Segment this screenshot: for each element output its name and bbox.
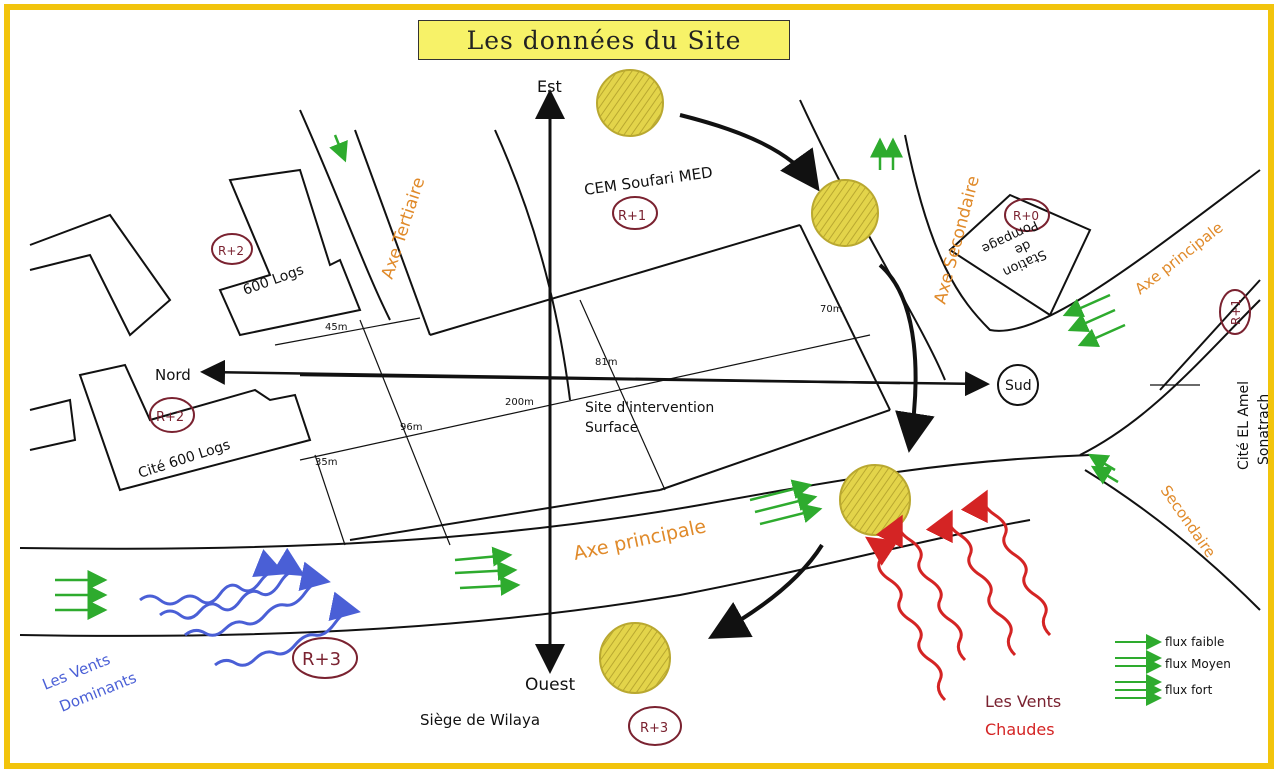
road-tertiary-inner [299, 109, 391, 321]
legend-arrows [1115, 634, 1162, 706]
building-left-edge [29, 398, 77, 451]
flux-arrow-group-lower-right [1087, 453, 1119, 485]
road-principal-right-lower [1084, 469, 1261, 611]
dim-200: 200m [505, 397, 534, 408]
sud-circle [997, 364, 1039, 406]
label-axe-secondaire: Axe Secondaire [931, 174, 984, 306]
sun-path-arrow-3 [708, 543, 824, 639]
label-est: Est [537, 77, 562, 96]
legend-moyen: flux Moyen [1165, 657, 1231, 671]
road-secondary-left [799, 99, 946, 381]
road-principal-right-upper [1079, 299, 1261, 456]
sun-path-arrow-1 [679, 113, 820, 192]
height-circle-southwest [292, 637, 358, 679]
road-tertiary-left [354, 129, 431, 336]
label-siege-height: R+3 [640, 721, 668, 736]
label-ouest: Ouest [525, 675, 575, 695]
road-main-bottom-edge [19, 519, 1031, 637]
dim-45: 45m [325, 322, 347, 333]
axis-sud [299, 371, 990, 397]
suns [596, 69, 911, 694]
road-secondary-right [904, 134, 1261, 332]
label-vents-chaudes-2: Chaudes [985, 720, 1055, 739]
flux-arrow-group-right [1062, 293, 1126, 348]
road-main-top-edge [19, 454, 1091, 550]
dim-96: 96m [400, 422, 422, 433]
sun-icon-west [599, 622, 671, 694]
site-boundary-top [429, 224, 801, 336]
building-station-pompage [948, 193, 1092, 317]
page-title: Les données du Site [418, 20, 790, 60]
label-cite-amel-2: Sonatrach [1256, 394, 1272, 465]
flux-arrow-group-tertiary [329, 134, 348, 163]
label-cem-height: R+1 [618, 209, 646, 224]
label-logs-top: 600 Logs [241, 262, 306, 299]
flux-arrow-group-left [55, 570, 108, 620]
road-inner-right [1159, 279, 1261, 391]
winds-chaudes [865, 489, 1052, 702]
label-siege: Siège de Wilaya [420, 711, 540, 729]
height-markers [149, 196, 1251, 746]
label-site-1: Site d'intervention [585, 400, 714, 416]
dim-81: 81m [595, 357, 617, 368]
label-cite-600-height: R+2 [156, 410, 184, 425]
label-station-height: R+0 [1013, 209, 1039, 223]
height-circle-siege [628, 706, 682, 746]
label-sud: Sud [1005, 378, 1032, 394]
label-nord: Nord [155, 366, 191, 384]
winds-dominants [139, 547, 361, 667]
flux-arrows [55, 134, 1126, 620]
streets [19, 99, 1261, 637]
dim-35: 35m [315, 457, 337, 468]
sun-icon-southeast [811, 179, 879, 247]
building-600-logs-top [218, 168, 362, 337]
label-secondaire-right: Secondaire [1157, 482, 1220, 561]
label-logs-top-height: R+2 [218, 244, 244, 258]
height-circle-station [1004, 198, 1050, 232]
compass-axes [200, 89, 1039, 674]
legend-fort: flux fort [1165, 683, 1213, 697]
label-axe-principale-main: Axe principale [571, 515, 708, 565]
sun-path [679, 113, 935, 639]
label-cem: CEM Soufari MED [583, 163, 714, 199]
sun-path-arrow-2 [878, 263, 935, 453]
dim-70: 70m [820, 304, 842, 315]
label-cite-600: Cité 600 Logs [136, 437, 232, 482]
height-circle-cite-amel [1219, 289, 1251, 335]
height-circle-cem [612, 196, 658, 230]
flux-arrow-group-road [749, 479, 823, 526]
label-cite-amel-1: Cité EL Amel [1236, 381, 1252, 470]
label-cite-amel-height: R+1 [1229, 299, 1243, 325]
flux-arrow-group-center [454, 546, 521, 596]
legend-faible: flux faible [1165, 635, 1224, 649]
building-far-left [29, 213, 172, 337]
building-cite-600-logs [78, 363, 312, 492]
sun-icon-east [596, 69, 664, 137]
flux-arrow-group-secondary [870, 137, 903, 170]
height-circle-logs-top [211, 233, 253, 265]
label-site-2: Surface [585, 420, 638, 436]
label-vents-chaudes-1: Les Vents [985, 692, 1061, 711]
label-southwest-height: R+3 [302, 649, 341, 670]
height-circle-cite-600 [149, 397, 195, 433]
label-station-2: de [1012, 237, 1033, 257]
